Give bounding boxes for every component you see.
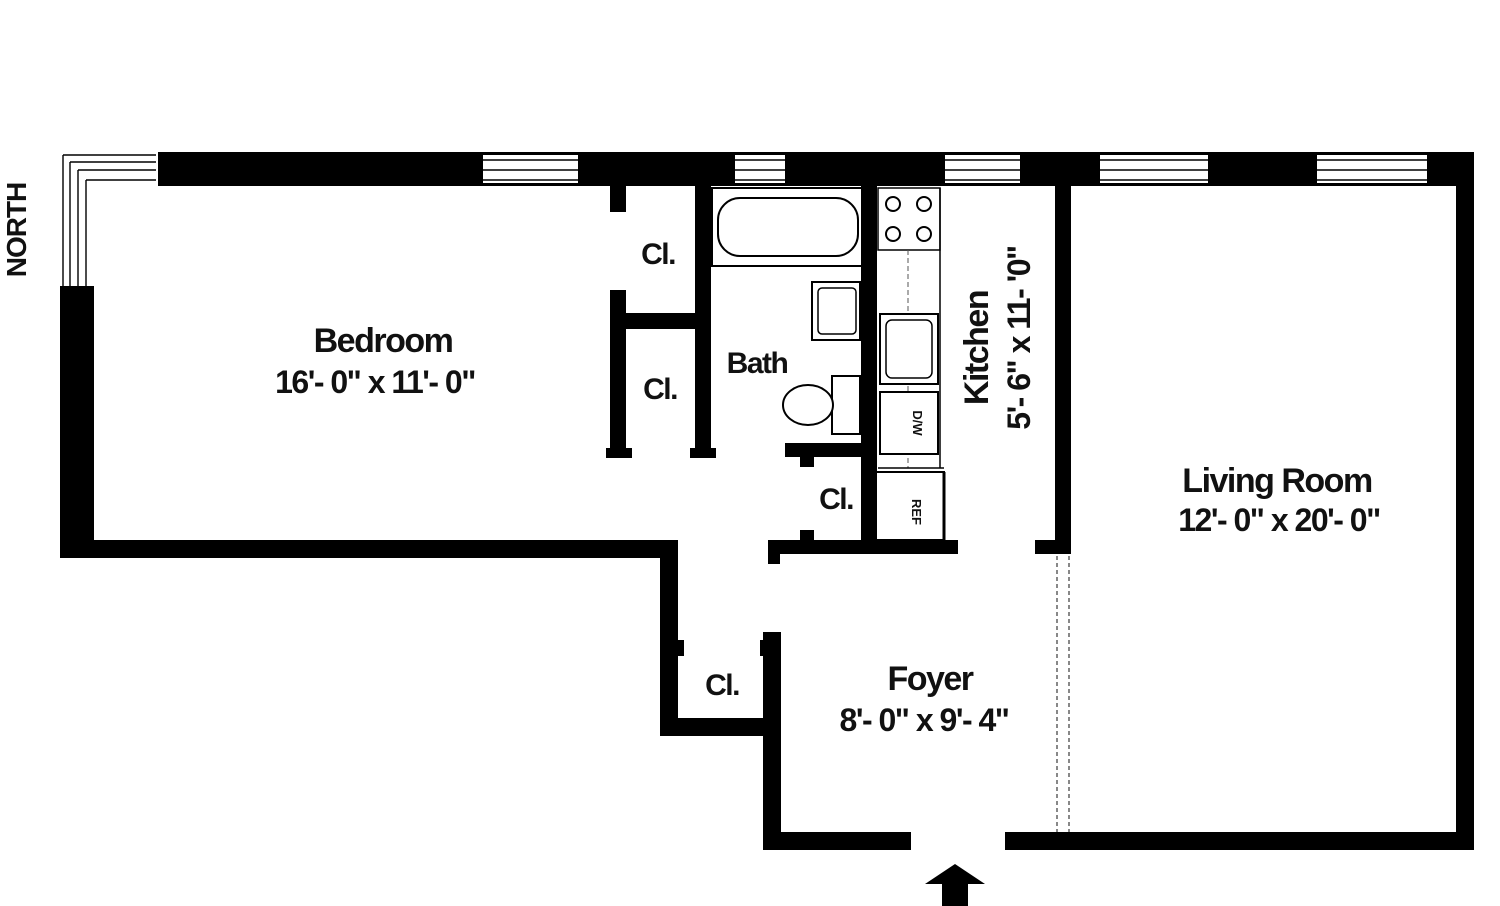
bath-sink <box>811 281 861 341</box>
window-living-2 <box>1317 155 1427 183</box>
living-room-dims: 12'- 0" x 20'- 0" <box>1178 502 1380 538</box>
foyer-name: Foyer <box>887 660 973 698</box>
closet-west-foot <box>606 448 632 458</box>
east-wall <box>1456 152 1474 850</box>
refrigerator: REF <box>875 471 946 541</box>
kitchen-sink <box>879 313 939 385</box>
toilet <box>782 375 861 435</box>
window-corner <box>60 152 158 286</box>
window-living-1 <box>1100 155 1208 183</box>
bathtub <box>706 187 863 267</box>
hall-closet-bottom-wall <box>660 718 780 736</box>
entrance-arrow-icon <box>925 864 985 906</box>
closet-east-foot <box>690 448 716 458</box>
north-label: NORTH <box>1 183 32 278</box>
bedroom-name: Bedroom <box>314 322 453 360</box>
bath-kitchen-wall <box>861 186 877 554</box>
stove <box>877 187 941 251</box>
step-wall <box>660 540 678 736</box>
hall-closet-stub-right <box>760 640 772 656</box>
closet-divider <box>610 313 698 329</box>
living-room-opening <box>1056 556 1070 832</box>
bath-bottom-wall <box>785 443 865 457</box>
burner <box>916 226 932 242</box>
kitchen-dims: 5'- 6" x 11- '0" <box>1001 246 1037 430</box>
closet-label: Cl. <box>819 483 853 516</box>
windows <box>60 152 1427 286</box>
window-bedroom <box>483 155 578 183</box>
burner <box>916 196 932 212</box>
refrigerator-label: REF <box>909 499 924 525</box>
foyer-west-wall <box>763 632 781 850</box>
closet-label: Cl. <box>705 669 739 702</box>
window-bath <box>735 155 785 183</box>
kitchen-name: Kitchen <box>958 291 996 405</box>
closet-label: Cl. <box>641 238 675 271</box>
burner <box>885 196 901 212</box>
closet-wall-west <box>610 290 626 458</box>
interior-walls <box>606 152 1071 656</box>
burner <box>885 226 901 242</box>
kitchen-living-wall <box>1055 152 1071 554</box>
south-wall-left <box>763 832 911 850</box>
dishwasher: D/W <box>879 391 939 455</box>
foyer-dims: 8'- 0" x 9'- 4" <box>840 702 1009 738</box>
closet-wall-east <box>695 186 711 458</box>
living-room-name: Living Room <box>1182 462 1372 500</box>
south-wall-right <box>1005 832 1474 850</box>
bath-name: Bath <box>727 347 788 380</box>
bedroom-dims: 16'- 0" x 11'- 0" <box>275 364 475 400</box>
kitchen-bottom-wall <box>768 540 958 554</box>
closet-wall-upper-stub <box>610 186 626 212</box>
kitchen-bottom-stub <box>768 540 780 564</box>
kitchen-living-wall-foot <box>1035 540 1071 554</box>
hall-closet-stub-left <box>672 640 684 656</box>
dishwasher-label: D/W <box>910 410 925 436</box>
bedroom-south-wall <box>60 540 678 558</box>
bath-closet-stub <box>800 457 814 467</box>
closet-bottom-notch <box>800 530 814 542</box>
window-kitchen <box>945 155 1020 183</box>
closet-label: Cl. <box>643 373 677 406</box>
